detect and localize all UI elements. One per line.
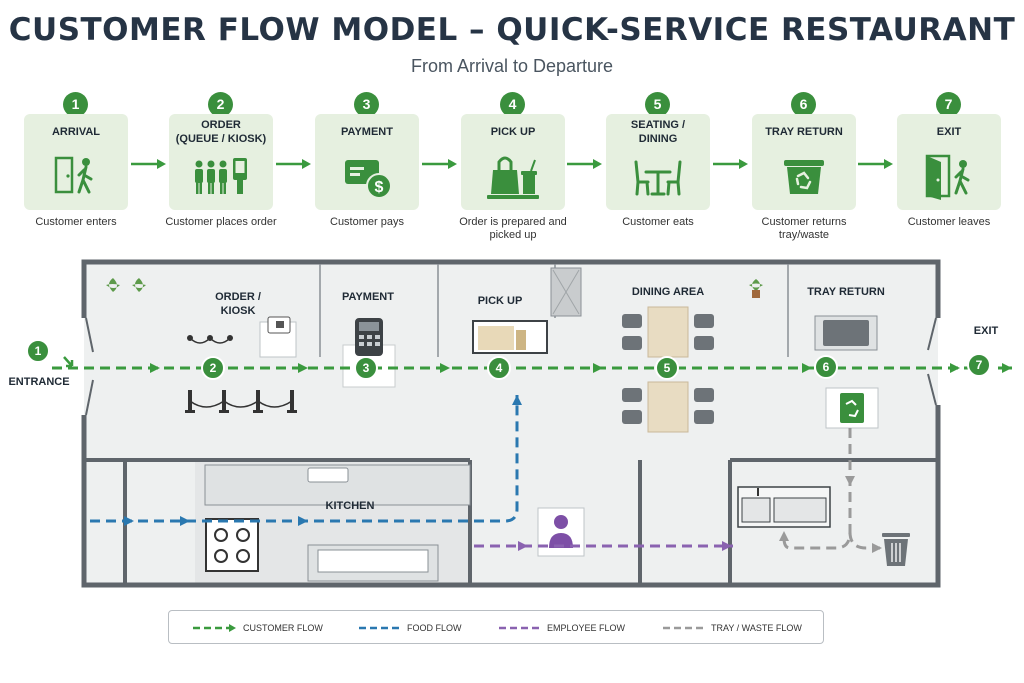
legend: CUSTOMER FLOW FOOD FLOW EMPLOYEE FLOW TR… [168,610,824,644]
step-description: Customer returns tray/waste [761,216,847,241]
step-arrow-icon [131,159,166,169]
pickup-counter [472,320,548,354]
exit-door [927,317,937,351]
marker-label: 5 [664,361,671,375]
legend-item-customer-flow: CUSTOMER FLOW [193,611,323,645]
step-description: Order is prepared and picked up [459,216,567,241]
step-card: PICK UP [461,114,565,210]
step-number: 2 [208,92,233,117]
entrance-door [85,379,94,416]
pickup-label: PICK UP [477,295,523,307]
stove-icon [205,518,259,572]
step-arrow-icon [422,159,457,169]
step-number: 6 [791,92,816,117]
step-card: SEATING / DINING [606,114,710,210]
recycle-bin-icon [784,160,824,194]
payment-label: PAYMENT [342,291,394,303]
table-chairs-icon [634,160,682,196]
page-subtitle: From Arrival to Departure [410,56,614,76]
customer-flow-swatch [193,624,236,632]
step-number: 5 [645,92,670,117]
step-label: ORDER (QUEUE / KIOSK) [175,119,267,145]
step-arrow-icon [276,159,311,169]
queue-kiosk-icon [195,158,247,194]
step-label: EXIT [936,126,962,138]
employee-icon [537,507,585,557]
marker-label: 1 [35,344,42,358]
exit-door [927,373,937,406]
flow-markers [26,339,991,380]
food-flow-path [90,395,519,523]
step-arrow-icon [858,159,893,169]
food-flow-swatch [359,626,401,630]
step-label: TRAY RETURN [765,126,843,138]
payment-terminal-icon [342,318,396,388]
step-number: 1 [63,92,88,117]
step-label: ARRIVAL [51,126,101,138]
step-description: Customer enters [35,216,117,228]
marker-label: 7 [976,358,983,372]
step-description: Customer eats [622,216,694,228]
plant-icon [106,278,763,298]
dining-tables [622,306,714,433]
card-payment-icon: $ [345,160,392,199]
step-description: Customer leaves [907,216,991,228]
step-card: ORDER (QUEUE / KIOSK) [169,114,273,210]
entrance-door [85,317,94,353]
tray-return-label: TRAY RETURN [807,286,885,298]
step-number: 7 [936,92,961,117]
svg-text:$: $ [375,179,384,196]
step-number: 4 [500,92,525,117]
step-description: Customer pays [330,216,404,228]
page-title: CUSTOMER FLOW MODEL – QUICK-SERVICE REST… [8,12,1016,48]
kitchen-label: KITCHEN [325,500,375,512]
employee-flow-swatch [499,626,541,630]
dining-area-label: DINING AREA [631,286,705,298]
step-card: EXIT [897,114,1001,210]
marker-label: 3 [363,361,370,375]
trash-can-icon [882,533,910,566]
step-label: PICK UP [490,126,536,138]
step-card: TRAY RETURN [752,114,856,210]
marker-label: 4 [496,361,503,375]
legend-label: EMPLOYEE FLOW [547,623,626,633]
food-bag-icon [487,156,539,199]
legend-item-food-flow: FOOD FLOW [359,611,462,645]
exit-label: EXIT [973,325,999,337]
step-label: SEATING / DINING [630,119,686,145]
step-arrow-icon [713,159,748,169]
legend-item-employee-flow: EMPLOYEE FLOW [499,611,625,645]
marker-label: 6 [823,360,830,374]
legend-label: TRAY / WASTE FLOW [711,623,802,633]
step-card: ARRIVAL [24,114,128,210]
exit-door-icon [925,154,970,200]
legend-label: CUSTOMER FLOW [243,623,323,633]
dish-station [737,486,831,528]
marker-label: 2 [210,361,217,375]
step-card: PAYMENT $ [315,114,419,210]
outer-walls [81,259,941,588]
step-number: 3 [354,92,379,117]
tray-waste-flow-swatch [663,626,705,630]
legend-label: FOOD FLOW [407,623,462,633]
step-description: Customer places order [165,216,277,228]
step-label: PAYMENT [341,126,393,138]
door-walk-icon [54,156,93,194]
step-arrow-icon [567,159,602,169]
waste-flow-path [782,428,852,550]
entrance-label: ENTRANCE [8,376,70,388]
legend-item-tray-waste-flow: TRAY / WASTE FLOW [663,611,802,645]
order-kiosk-label: ORDER / KIOSK [215,291,261,317]
recycle-bin-icon [825,387,879,429]
